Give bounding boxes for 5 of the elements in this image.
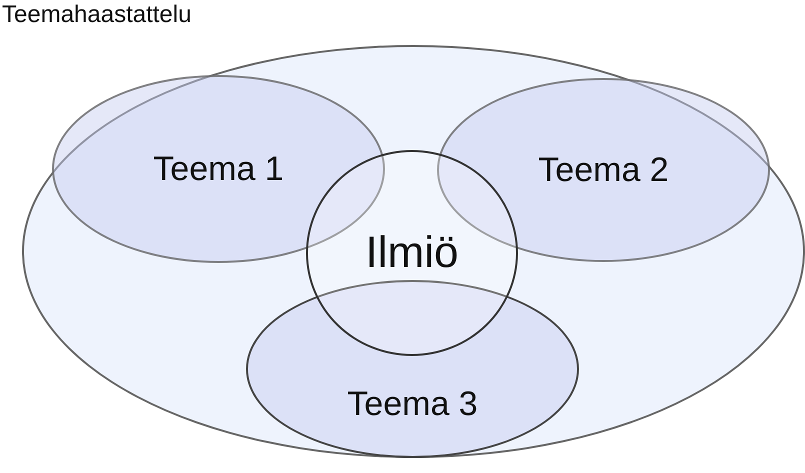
node-label: Teema 1 xyxy=(153,148,284,190)
node-label: Teema 2 xyxy=(538,150,669,190)
node-label: Ilmiö xyxy=(366,227,458,279)
diagram-heading: Teemahaastattelu xyxy=(2,0,192,30)
node-label: Teema 3 xyxy=(347,384,478,424)
